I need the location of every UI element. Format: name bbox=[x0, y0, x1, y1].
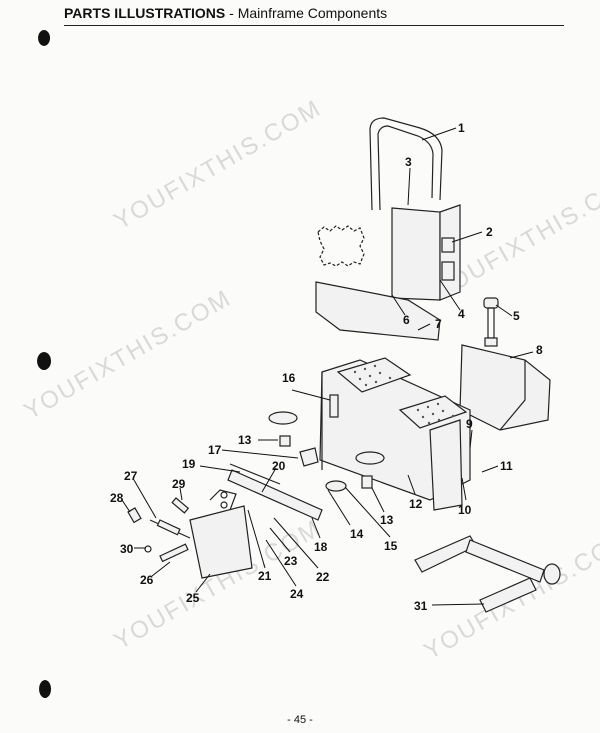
tank-filler bbox=[484, 337, 498, 347]
lever-cap bbox=[127, 507, 142, 524]
shroud bbox=[315, 281, 441, 341]
header-separator: - bbox=[225, 5, 238, 21]
callout-25: 25 bbox=[186, 591, 200, 605]
header-title-rest: Mainframe Components bbox=[237, 5, 388, 21]
hydraulic-cylinder bbox=[227, 469, 323, 521]
callout-31: 31 bbox=[414, 599, 428, 613]
callout-4: 4 bbox=[458, 307, 465, 321]
watermark: YOUFIXTHIS.COM bbox=[20, 284, 237, 425]
control-tower bbox=[391, 207, 441, 301]
bushing bbox=[361, 475, 373, 489]
foot-plate bbox=[398, 395, 468, 429]
callout-18: 18 bbox=[314, 540, 328, 554]
watermark: YOUFIXTHIS.COM bbox=[110, 94, 327, 235]
gear-part bbox=[317, 225, 365, 267]
frame-pin bbox=[329, 394, 339, 418]
axle-bar bbox=[465, 539, 545, 583]
callout-27: 27 bbox=[124, 469, 138, 483]
callout-5: 5 bbox=[513, 309, 520, 323]
control-panel bbox=[441, 237, 455, 253]
callout-10: 10 bbox=[458, 503, 472, 517]
tank-edge bbox=[499, 360, 526, 431]
callout-6: 6 bbox=[403, 313, 410, 327]
callout-28: 28 bbox=[110, 491, 124, 505]
bolt bbox=[220, 491, 228, 499]
callout-9: 9 bbox=[466, 417, 473, 431]
leader-lines bbox=[121, 127, 534, 606]
control-slot bbox=[441, 261, 455, 281]
callout-7: 7 bbox=[435, 317, 442, 331]
header-rule bbox=[64, 25, 564, 26]
callout-17: 17 bbox=[208, 443, 222, 457]
lever-rod bbox=[159, 543, 189, 563]
tank-cap bbox=[483, 297, 499, 309]
axle-arm bbox=[479, 577, 537, 613]
callout-29: 29 bbox=[172, 477, 186, 491]
disc-part bbox=[268, 411, 298, 425]
callout-16: 16 bbox=[282, 371, 296, 385]
callout-21: 21 bbox=[258, 569, 272, 583]
binder-hole bbox=[39, 680, 52, 698]
callout-15: 15 bbox=[384, 539, 398, 553]
handle-bar bbox=[369, 117, 443, 211]
cylinder-rod bbox=[229, 463, 281, 485]
callout-8: 8 bbox=[536, 343, 543, 357]
header-title-bold: PARTS ILLUSTRATIONS bbox=[64, 5, 226, 21]
lever-link bbox=[156, 519, 181, 536]
callout-11: 11 bbox=[500, 459, 513, 473]
callout-3: 3 bbox=[405, 155, 412, 169]
callout-22: 22 bbox=[316, 570, 330, 584]
callout-30: 30 bbox=[120, 542, 134, 556]
fuel-tank bbox=[459, 344, 551, 431]
pump-assembly bbox=[189, 505, 253, 579]
plate-treads bbox=[353, 364, 455, 425]
foot-plate bbox=[336, 357, 412, 393]
lever-pin bbox=[171, 497, 190, 514]
page-number: - 45 - bbox=[287, 714, 313, 726]
callout-19: 19 bbox=[182, 457, 196, 471]
callout-1: 1 bbox=[458, 121, 465, 135]
callout-12: 12 bbox=[409, 497, 423, 511]
binder-hole bbox=[38, 30, 51, 46]
binder-hole bbox=[37, 352, 52, 370]
bolt bbox=[220, 501, 228, 509]
disc-part bbox=[355, 451, 385, 465]
callout-13: 13 bbox=[238, 433, 252, 447]
pump-top bbox=[209, 489, 237, 511]
callout-13: 13 bbox=[380, 513, 394, 527]
callout-24: 24 bbox=[290, 587, 304, 601]
binder-holes bbox=[37, 30, 52, 698]
page-header: PARTS ILLUSTRATIONS - Mainframe Componen… bbox=[64, 5, 387, 21]
frame-bracket bbox=[429, 419, 463, 511]
callout-labels: 1 2 3 4 5 6 7 8 9 10 11 12 13 13 14 15 1… bbox=[110, 121, 543, 613]
axle-hub bbox=[543, 563, 561, 585]
callout-20: 20 bbox=[272, 459, 286, 473]
handle-bar-inner bbox=[377, 125, 434, 211]
callout-2: 2 bbox=[486, 225, 493, 239]
axle-arm bbox=[414, 535, 477, 573]
bushing bbox=[279, 435, 291, 447]
callout-26: 26 bbox=[140, 573, 154, 587]
callout-14: 14 bbox=[350, 527, 364, 541]
washer bbox=[325, 480, 347, 492]
callout-23: 23 bbox=[284, 554, 298, 568]
nut bbox=[144, 545, 152, 553]
tank-neck bbox=[487, 307, 495, 339]
block-part bbox=[299, 447, 319, 467]
